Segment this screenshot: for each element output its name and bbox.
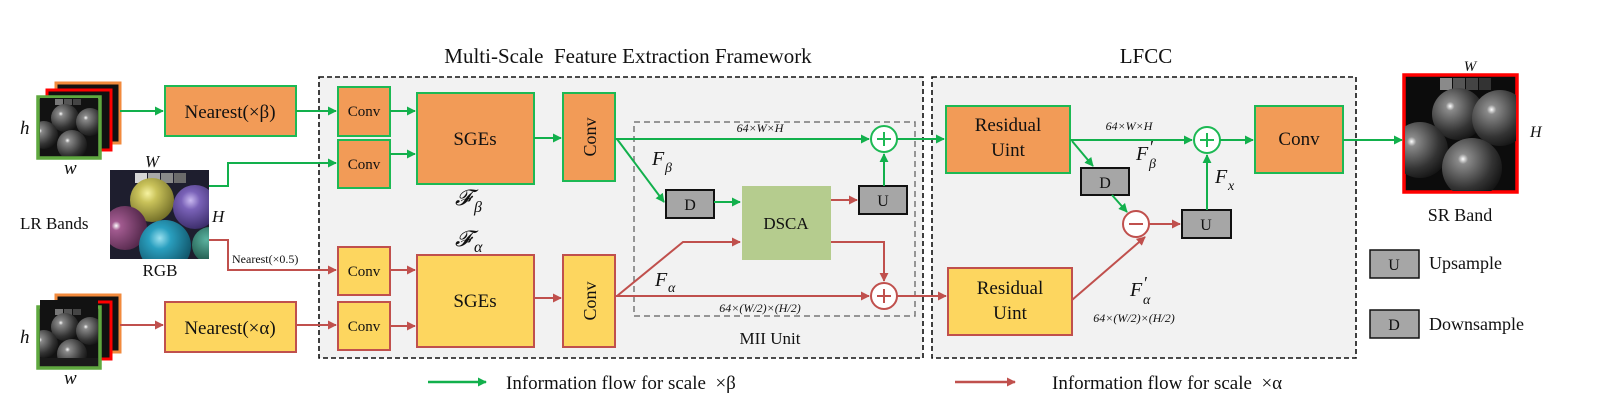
- svg-text:Nearest(×β): Nearest(×β): [184, 102, 275, 123]
- f-beta-prime-label: F ′ β: [1135, 137, 1156, 172]
- svg-text:D: D: [1388, 317, 1400, 334]
- dsca-block: DSCA: [742, 186, 831, 260]
- svg-text:D: D: [1099, 175, 1111, 192]
- add-node-lfcc: [1193, 126, 1221, 154]
- dim-full-lfcc: 64×W×H: [1106, 119, 1154, 133]
- svg-text:β: β: [473, 199, 482, 216]
- svg-text:Conv: Conv: [1278, 129, 1320, 150]
- svg-text:SGEs: SGEs: [453, 129, 496, 150]
- legend-flow-alpha: Information flow for scale ×α: [955, 373, 1282, 394]
- svg-text:Downsample: Downsample: [1429, 314, 1524, 334]
- svg-text:Information flow for scale ×α: Information flow for scale ×α: [1052, 373, 1282, 394]
- dim-half-mii: 64×(W/2)×(H/2): [719, 301, 801, 315]
- bottom-stack-w-label: w: [64, 368, 77, 389]
- svg-text:SGEs: SGEs: [453, 291, 496, 312]
- sges-beta-block: SGEs: [416, 92, 535, 185]
- svg-text:Conv: Conv: [348, 157, 381, 173]
- svg-text:U: U: [1200, 217, 1212, 234]
- svg-text:x: x: [1227, 179, 1235, 194]
- dim-full-mii: 64×W×H: [737, 121, 785, 135]
- legend-flow-beta: Information flow for scale ×β: [428, 373, 736, 394]
- framework-panel: [318, 76, 924, 359]
- svg-text:α: α: [668, 281, 676, 296]
- conv-alpha-2: Conv: [337, 301, 391, 351]
- nearest-half-label: Nearest(×0.5): [232, 252, 298, 266]
- svg-text:DSCA: DSCA: [763, 214, 809, 233]
- svg-text:U: U: [1388, 257, 1400, 274]
- svg-text:′: ′: [1150, 137, 1154, 157]
- lr-band-stack-top: h w: [20, 81, 122, 179]
- residual-unit-alpha: Residual Uint: [947, 267, 1073, 336]
- red-flow-connectors: [120, 195, 1181, 331]
- f-alpha-prime-label: F ′ α: [1129, 273, 1151, 308]
- sr-band-image: W H SR Band: [1402, 59, 1543, 225]
- green-flow-connectors: [120, 106, 1403, 213]
- conv-output-block: Conv: [1254, 105, 1344, 174]
- rgb-h-label: H: [211, 207, 226, 226]
- svg-text:Conv: Conv: [348, 104, 381, 120]
- conv-beta-2: Conv: [337, 139, 391, 189]
- svg-text:α: α: [474, 239, 483, 256]
- downsample-block-mii: D: [665, 189, 715, 219]
- upsample-block-lfcc: U: [1181, 209, 1232, 239]
- subtract-node-lfcc: [1122, 210, 1150, 238]
- lr-band-stack-bottom: h w: [20, 293, 122, 389]
- svg-text:Nearest(×α): Nearest(×α): [184, 318, 275, 339]
- sges-alpha-block: SGEs: [416, 254, 535, 348]
- conv-beta-1: Conv: [337, 86, 391, 137]
- conv-alpha-vertical: Conv: [562, 254, 616, 348]
- conv-beta-vertical: Conv: [562, 92, 616, 182]
- svg-text:α: α: [1143, 293, 1151, 308]
- rgb-image: W H RGB: [110, 152, 226, 280]
- legend-downsample: D Downsample: [1369, 309, 1524, 339]
- rgb-label: RGB: [143, 261, 178, 280]
- svg-text:′: ′: [1144, 273, 1148, 293]
- sr-w-label: W: [1464, 59, 1478, 75]
- framework-title: Multi-Scale Feature Extraction Framework: [444, 44, 812, 68]
- add-node-beta: [870, 125, 898, 153]
- sr-h-label: H: [1529, 124, 1543, 141]
- svg-text:β: β: [1148, 157, 1156, 172]
- add-node-alpha: [870, 282, 898, 310]
- svg-text:F: F: [654, 269, 668, 291]
- mii-unit-panel: [633, 121, 916, 317]
- top-stack-h-label: h: [20, 118, 30, 139]
- rgb-w-label: W: [145, 152, 161, 171]
- svg-text:F: F: [1129, 279, 1143, 301]
- lr-bands-label: LR Bands: [20, 214, 88, 233]
- svg-text:F: F: [1135, 143, 1149, 165]
- svg-text:Conv: Conv: [580, 117, 600, 156]
- svg-text:Residual: Residual: [977, 278, 1044, 299]
- svg-text:Conv: Conv: [348, 319, 381, 335]
- svg-text:F: F: [1214, 166, 1228, 188]
- svg-text:Information flow for scale ×β: Information flow for scale ×β: [506, 373, 736, 394]
- f-alpha-label: F α: [654, 269, 676, 296]
- downsample-block-lfcc: D: [1080, 167, 1130, 196]
- svg-text:F: F: [651, 148, 665, 170]
- upsample-block-mii: U: [858, 185, 908, 215]
- conv-alpha-1: Conv: [337, 246, 391, 296]
- svg-text:β: β: [664, 161, 672, 176]
- mii-unit-title: MII Unit: [740, 329, 801, 348]
- f-x-label: F x: [1214, 166, 1235, 194]
- svg-text:Conv: Conv: [348, 264, 381, 280]
- svg-text:Conv: Conv: [580, 281, 600, 320]
- sr-band-label: SR Band: [1428, 205, 1493, 225]
- svg-text:Uint: Uint: [993, 303, 1028, 324]
- svg-text:D: D: [684, 197, 696, 214]
- lfcc-title: LFCC: [1120, 44, 1173, 68]
- svg-text:U: U: [877, 193, 889, 210]
- svg-text:Uint: Uint: [991, 140, 1026, 161]
- bottom-stack-h-label: h: [20, 327, 30, 348]
- nearest-beta-block: Nearest(×β): [164, 85, 297, 137]
- svg-text:Upsample: Upsample: [1429, 253, 1502, 273]
- nearest-alpha-block: Nearest(×α): [164, 301, 297, 353]
- f-beta-label: F β: [651, 148, 672, 176]
- residual-unit-beta: Residual Uint: [945, 105, 1071, 174]
- dim-half-lfcc: 64×(W/2)×(H/2): [1093, 311, 1175, 325]
- legend-upsample: U Upsample: [1369, 249, 1502, 279]
- top-stack-w-label: w: [64, 158, 77, 179]
- svg-text:Residual: Residual: [975, 115, 1042, 136]
